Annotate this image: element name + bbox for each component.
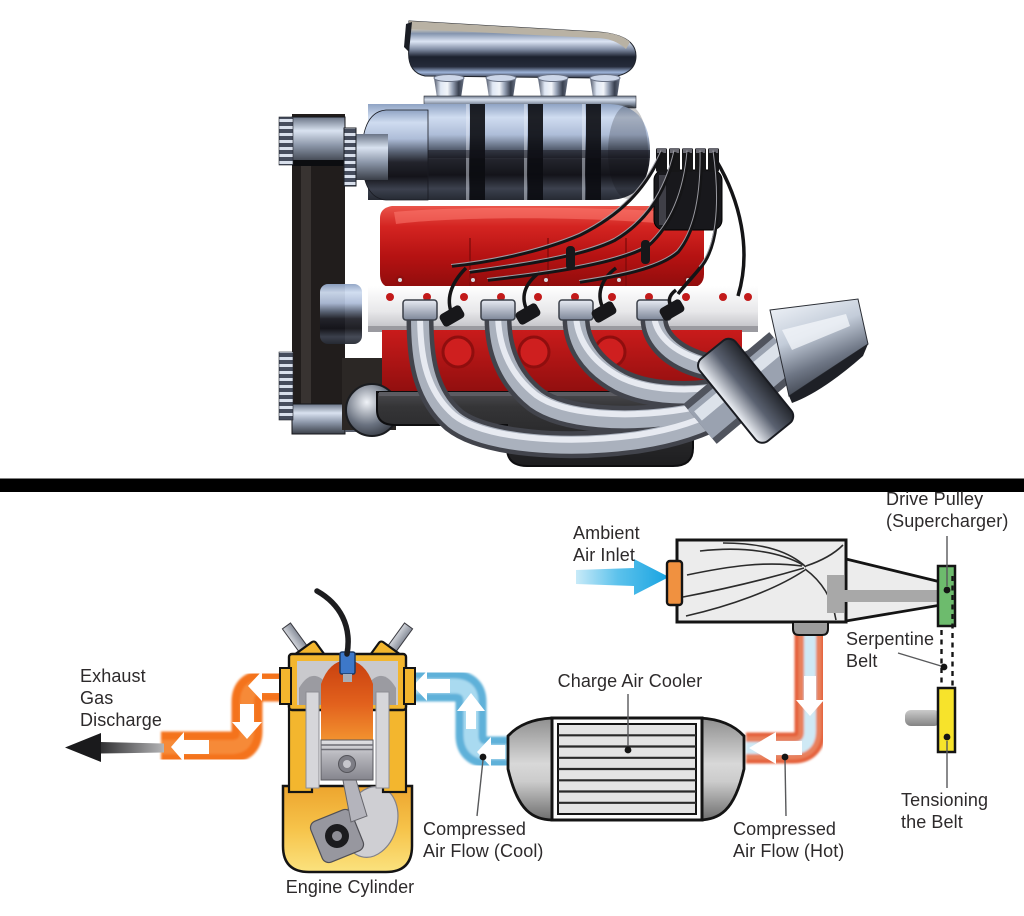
spark-plug-wire [314, 588, 351, 657]
label-compressed-air-cool: Compressed Air Flow (Cool) [423, 819, 544, 861]
engine-spark-plug-wires [439, 150, 746, 327]
supercharger-unit [665, 538, 955, 636]
section-divider [0, 478, 1024, 492]
leader-dots [479, 586, 951, 761]
outlet-stub [792, 621, 829, 636]
inlet-port [665, 559, 684, 607]
label-engine-cylinder: Engine Cylinder [285, 877, 415, 897]
leader-lines [476, 536, 948, 817]
label-ambient-air-inlet: Ambient Air Inlet [573, 523, 640, 565]
engine-header-flanges [402, 299, 672, 321]
engine-exhaust-collector [683, 298, 869, 444]
cool-air-pipe [406, 670, 508, 768]
flow-arrow-up-icon [457, 693, 485, 729]
engine-cylinder-cutaway [279, 588, 416, 874]
compressor-swirl-icon [682, 542, 844, 621]
flow-arrow-left-icon [248, 671, 287, 701]
intake-port [403, 667, 416, 705]
flow-arrow-left-icon [749, 732, 802, 764]
label-charge-air-cooler: Charge Air Cooler [557, 671, 703, 691]
ambient-air-arrow-icon [576, 559, 669, 595]
hot-air-pipe [746, 628, 826, 764]
engine-supercharger-body [343, 104, 650, 201]
label-exhaust-gas-discharge: Exhaust Gas Discharge [80, 666, 162, 730]
engine-water-pump [320, 284, 362, 344]
flow-arrow-down-icon [796, 676, 824, 716]
engine-air-scoop [404, 20, 637, 79]
label-compressed-air-hot: Compressed Air Flow (Hot) [733, 819, 845, 861]
flow-arrow-left-icon [413, 671, 450, 701]
flow-arrow-down-icon [232, 704, 262, 739]
flow-arrows [171, 671, 824, 767]
engine-render [278, 20, 869, 467]
label-serpentine-belt: Serpentine Belt [846, 629, 935, 671]
exhaust-port [279, 667, 292, 705]
tensioner-shaft [905, 710, 940, 726]
airflow-schematic [65, 536, 957, 874]
flow-arrow-left-icon [171, 732, 209, 762]
engine-intake-stacks [423, 74, 637, 109]
cooler-fins [558, 734, 696, 804]
label-drive-pulley: Drive Pulley (Supercharger) [886, 489, 1009, 531]
exhaust-discharge-arrow-icon [65, 733, 164, 762]
label-tensioning-the-belt: Tensioning the Belt [901, 790, 989, 832]
charge-air-cooler-unit [506, 716, 746, 822]
